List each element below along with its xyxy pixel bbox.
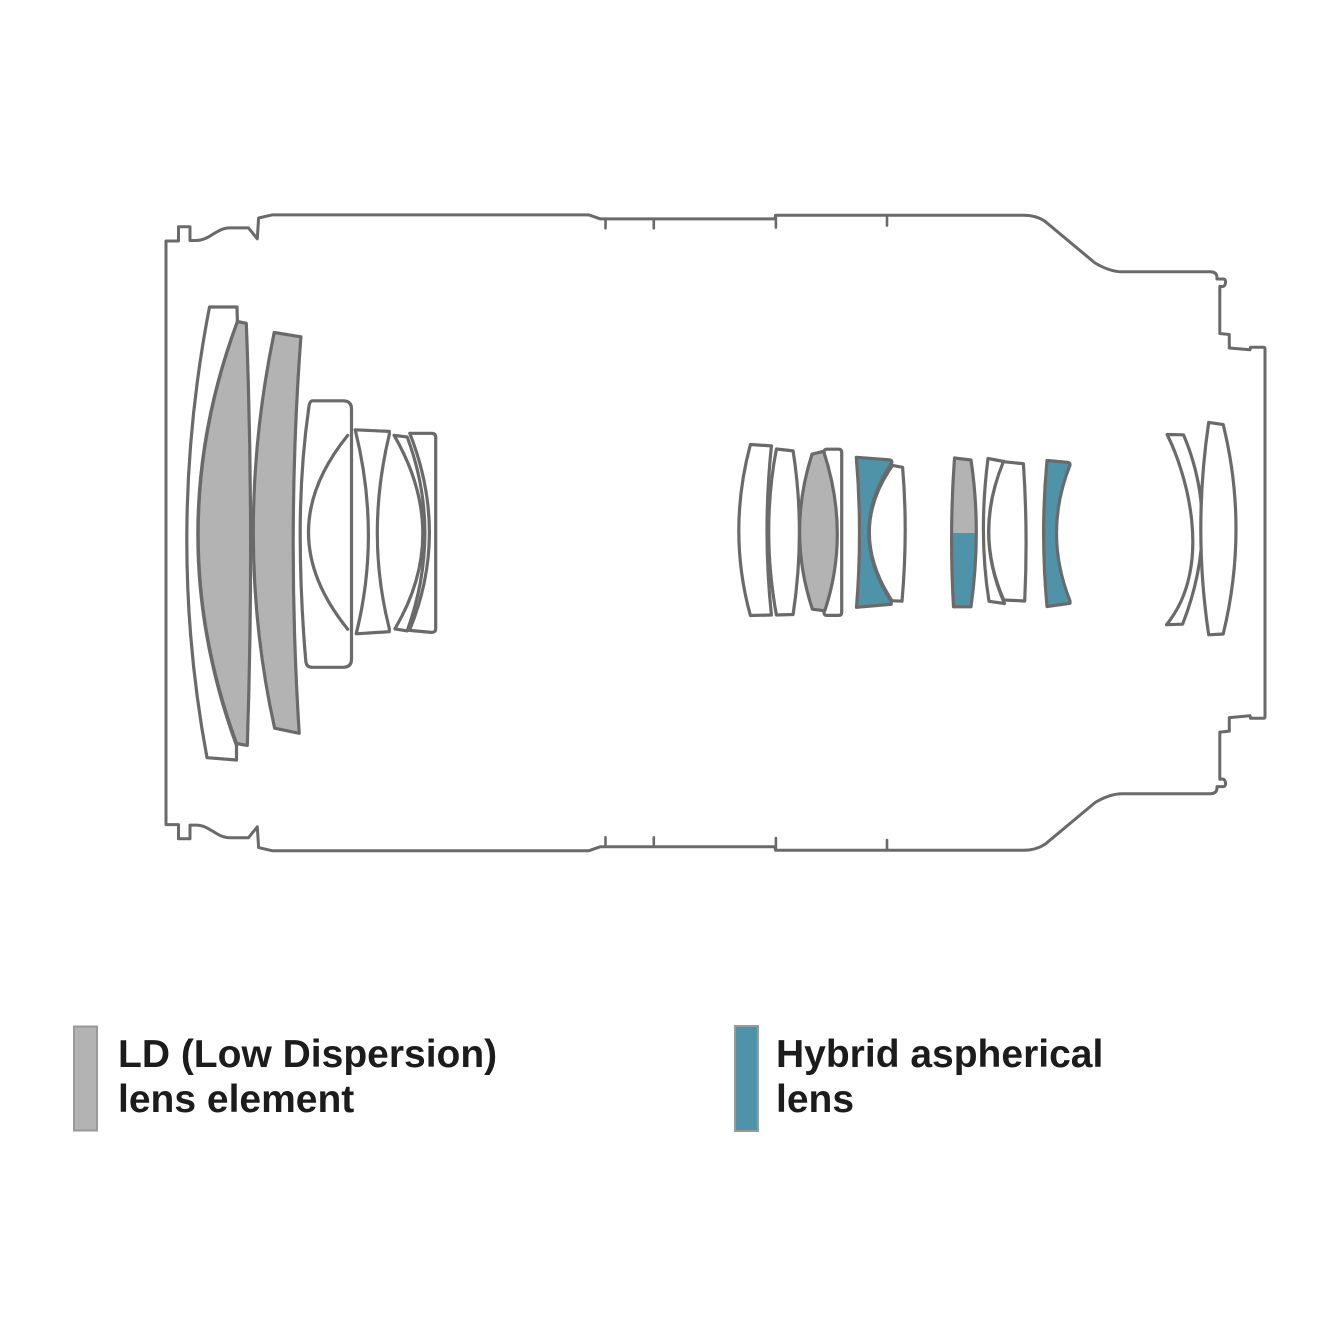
svg-text:lens: lens bbox=[776, 1078, 854, 1121]
svg-text:lens element: lens element bbox=[118, 1078, 354, 1121]
svg-text:LD (Low Dispersion): LD (Low Dispersion) bbox=[118, 1033, 497, 1076]
svg-text:Hybrid aspherical: Hybrid aspherical bbox=[776, 1033, 1103, 1076]
